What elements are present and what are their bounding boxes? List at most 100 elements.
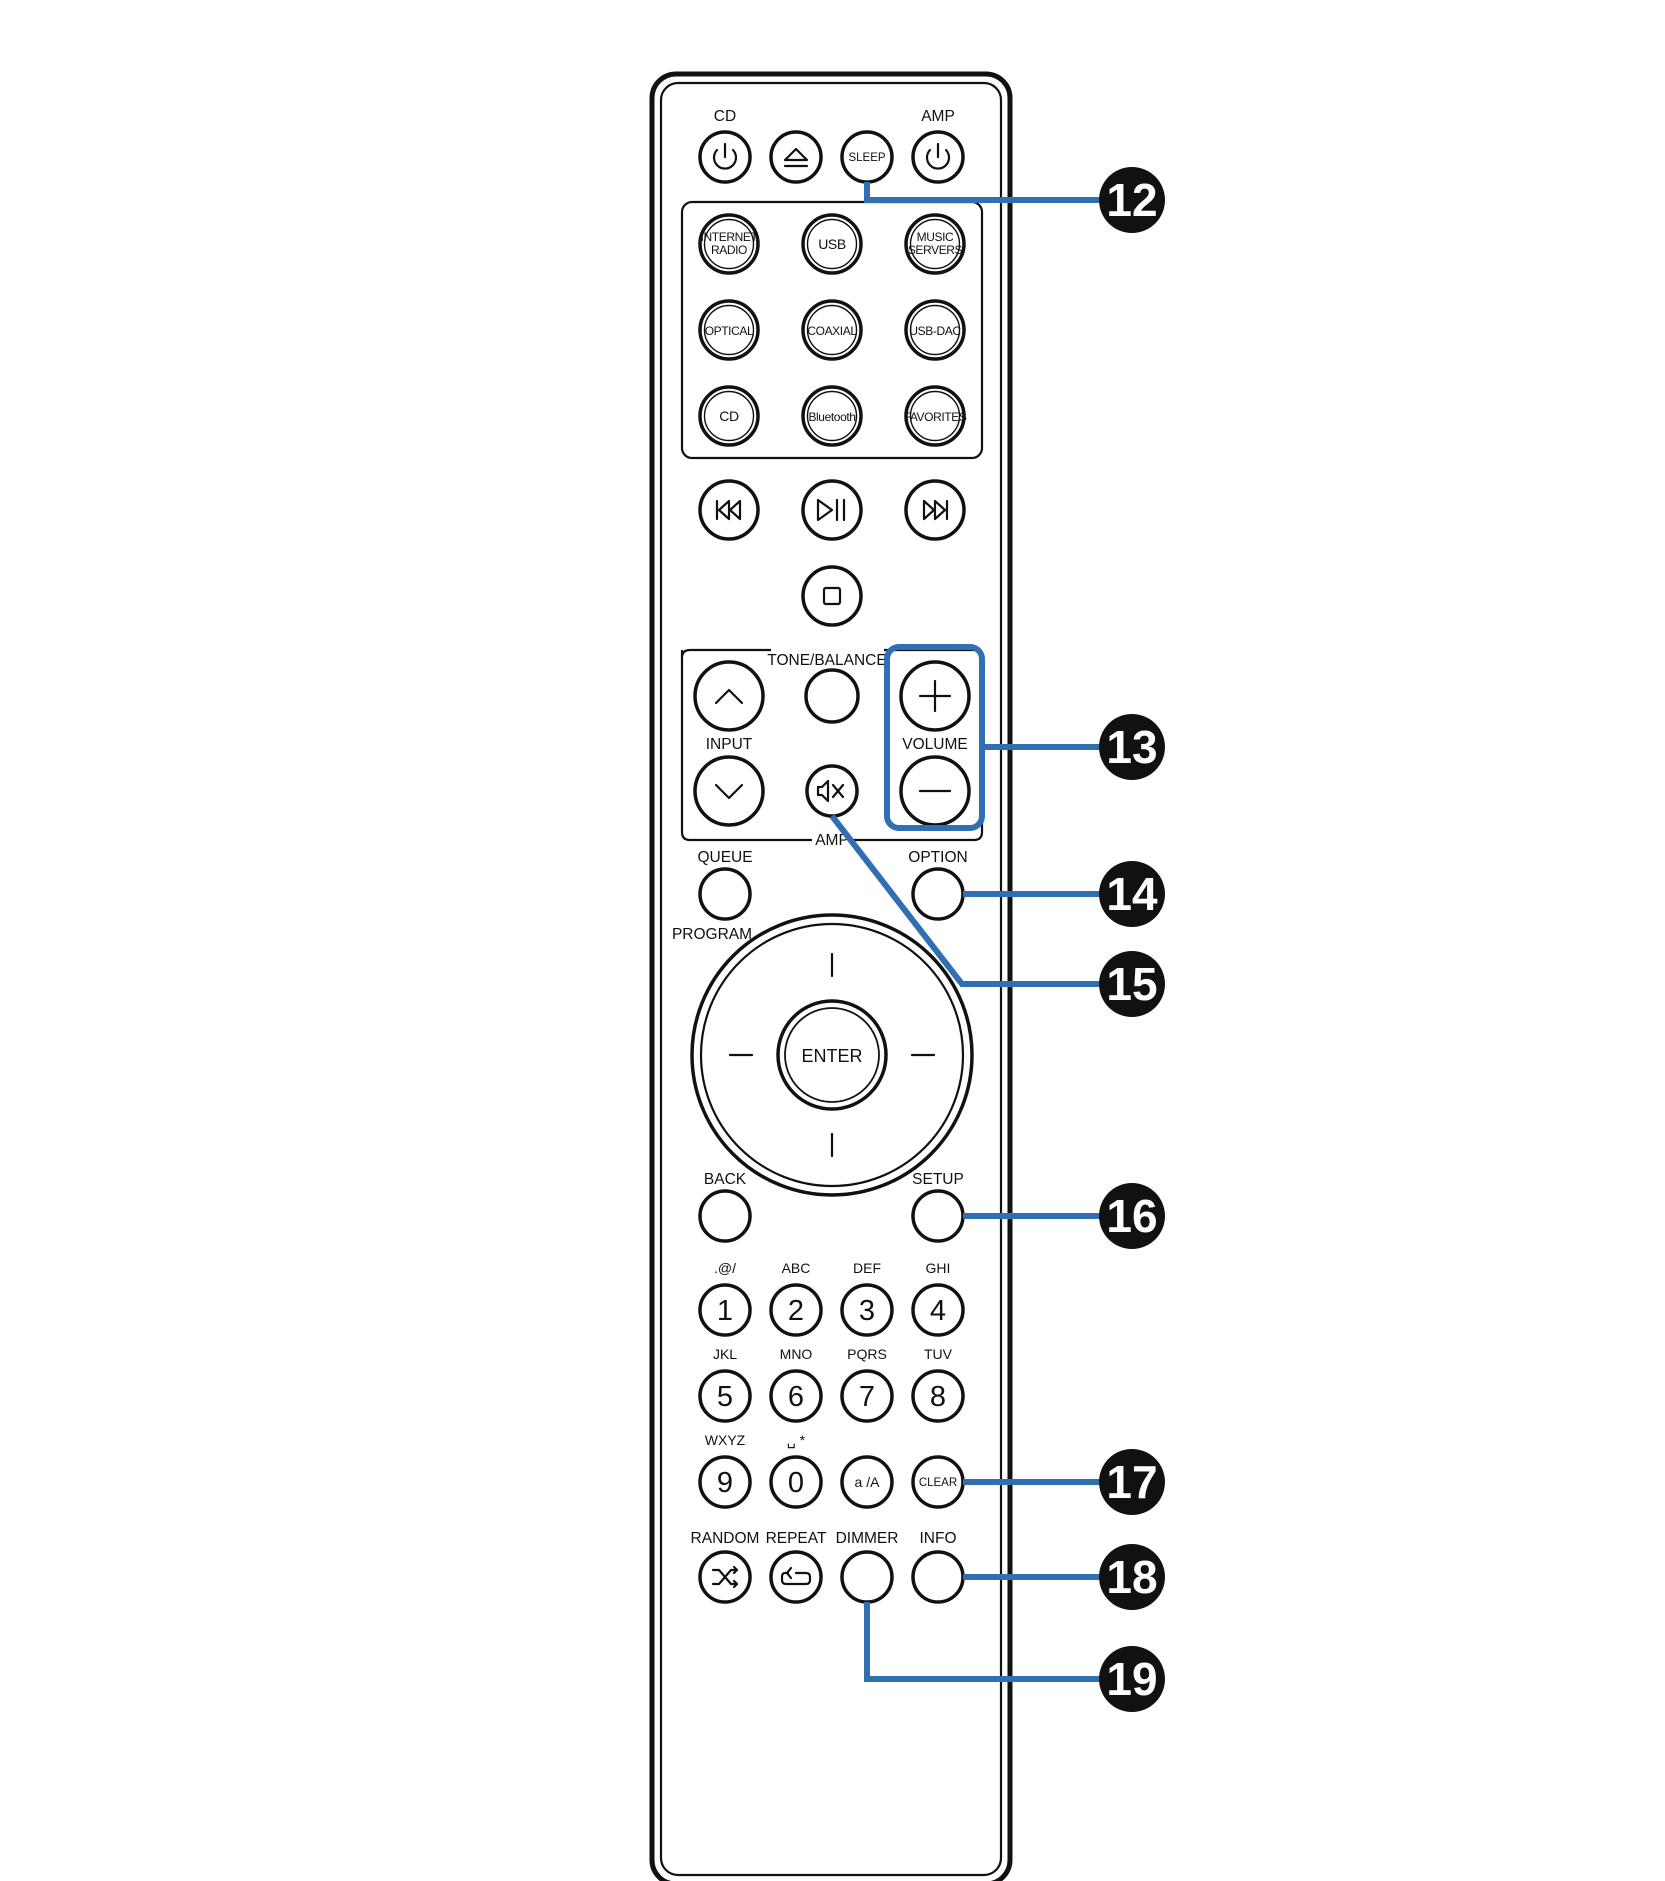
source-coaxial-button[interactable]: COAXIAL	[801, 299, 863, 361]
source-optical-button[interactable]: OPTICAL	[698, 299, 760, 361]
callout-badge-17: 17	[1099, 1449, 1165, 1515]
enter-label: ENTER	[801, 1046, 862, 1066]
skip-back-button[interactable]	[698, 479, 760, 541]
volume-label: VOLUME	[902, 736, 967, 753]
number-key-digit: 3	[859, 1295, 875, 1327]
number-key-sublabel: WXYZ	[705, 1432, 746, 1448]
source-label-line: CD	[719, 408, 739, 424]
source-usb-dac-button[interactable]: USB-DAC	[904, 299, 966, 361]
svg-text:17: 17	[1106, 1456, 1157, 1508]
source-label-line: MUSIC	[917, 230, 954, 244]
dimmer-button[interactable]	[840, 1550, 894, 1604]
mute-button[interactable]	[805, 764, 859, 818]
skip-back-icon	[715, 499, 742, 521]
volume-down-button[interactable]	[899, 755, 971, 827]
play-pause-button[interactable]	[801, 479, 863, 541]
volume-up-button[interactable]	[899, 660, 971, 732]
setup-button[interactable]	[911, 1189, 965, 1243]
source-cd-button[interactable]: CD	[698, 385, 760, 447]
number-key-digit: 6	[788, 1381, 804, 1413]
cd-power-button[interactable]	[698, 130, 752, 184]
random-button[interactable]	[698, 1550, 752, 1604]
chevron-up-icon	[714, 688, 744, 705]
source-usb-button[interactable]: USB	[801, 213, 863, 275]
stop-button[interactable]	[801, 565, 863, 627]
repeat-button[interactable]	[769, 1550, 823, 1604]
input-down-button[interactable]	[693, 755, 765, 827]
callout-box-volume	[884, 644, 985, 831]
source-label-line: USB-DAC	[909, 324, 961, 338]
skip-forward-icon	[922, 499, 949, 521]
source-buttons-panel	[680, 200, 984, 460]
case-toggle-button[interactable]: a /A	[840, 1455, 894, 1509]
back-button[interactable]	[698, 1189, 752, 1243]
number-key-digit: 4	[930, 1295, 946, 1327]
source-label-line: OPTICAL	[705, 324, 754, 338]
number-key-3-button[interactable]: 3	[840, 1283, 894, 1337]
program-label: PROGRAM	[672, 926, 752, 943]
source-bluetooth-button[interactable]: Bluetooth	[801, 385, 863, 447]
tone-balance-label: TONE/BALANCE	[767, 652, 886, 669]
number-key-9-button[interactable]: 9	[698, 1455, 752, 1509]
svg-text:12: 12	[1106, 174, 1157, 226]
shuffle-icon	[711, 1565, 739, 1589]
number-keypad: .@/1ABC2DEF3GHI4JKL5MNO6PQRS7TUV8WXYZ9␣ …	[698, 1260, 965, 1509]
svg-text:19: 19	[1106, 1653, 1157, 1705]
option-button[interactable]	[911, 867, 965, 921]
source-favorites-button[interactable]: FAVORITES	[904, 385, 967, 447]
case-toggle-label: a /A	[855, 1474, 881, 1490]
info-label: INFO	[919, 1530, 956, 1547]
clear-label: CLEAR	[919, 1477, 957, 1489]
source-label-line: RADIO	[711, 243, 747, 257]
queue-program-button[interactable]	[698, 867, 752, 921]
eject-button[interactable]	[769, 130, 823, 184]
number-key-digit: 2	[788, 1295, 804, 1327]
number-key-digit: 9	[717, 1467, 733, 1499]
callout-badge-18: 18	[1099, 1544, 1165, 1610]
number-key-sublabel: TUV	[924, 1346, 953, 1362]
info-button[interactable]	[911, 1550, 965, 1604]
repeat-icon	[780, 1566, 812, 1586]
number-key-sublabel: ␣ *	[787, 1432, 806, 1449]
random-label: RANDOM	[691, 1530, 760, 1547]
source-label-line: COAXIAL	[807, 324, 857, 338]
number-key-2-button[interactable]: 2	[769, 1283, 823, 1337]
clear-button[interactable]: CLEAR	[911, 1455, 965, 1509]
repeat-label: REPEAT	[766, 1530, 827, 1547]
source-label-line: SERVERS	[908, 243, 963, 257]
sleep-button[interactable]: SLEEP	[840, 130, 894, 184]
callout-badge-12: 12	[1099, 167, 1165, 233]
callout-badge-16: 16	[1099, 1183, 1165, 1249]
sleep-label: SLEEP	[848, 152, 885, 164]
number-key-6-button[interactable]: 6	[769, 1369, 823, 1423]
amp-power-button[interactable]	[911, 130, 965, 184]
number-key-sublabel: PQRS	[847, 1346, 887, 1362]
source-label-line: Bluetooth	[808, 410, 855, 424]
tone-balance-button[interactable]	[804, 668, 860, 724]
input-label: INPUT	[706, 736, 753, 753]
number-key-digit: 8	[930, 1381, 946, 1413]
number-key-5-button[interactable]: 5	[698, 1369, 752, 1423]
chevron-down-icon	[714, 783, 744, 800]
callout-badge-15: 15	[1099, 951, 1165, 1017]
number-key-4-button[interactable]: 4	[911, 1283, 965, 1337]
number-key-digit: 0	[788, 1467, 804, 1499]
number-key-1-button[interactable]: 1	[698, 1283, 752, 1337]
dimmer-label: DIMMER	[836, 1530, 899, 1547]
power-icon	[925, 142, 951, 170]
svg-text:15: 15	[1106, 958, 1157, 1010]
number-key-8-button[interactable]: 8	[911, 1369, 965, 1423]
svg-text:16: 16	[1106, 1190, 1157, 1242]
number-key-7-button[interactable]: 7	[840, 1369, 894, 1423]
number-key-sublabel: GHI	[926, 1260, 951, 1276]
input-up-button[interactable]	[693, 660, 765, 732]
plus-icon	[918, 679, 952, 713]
amp-power-label: AMP	[921, 108, 955, 125]
enter-button[interactable]: ENTER	[776, 999, 888, 1111]
number-key-0-button[interactable]: 0	[769, 1455, 823, 1509]
skip-forward-button[interactable]	[904, 479, 966, 541]
